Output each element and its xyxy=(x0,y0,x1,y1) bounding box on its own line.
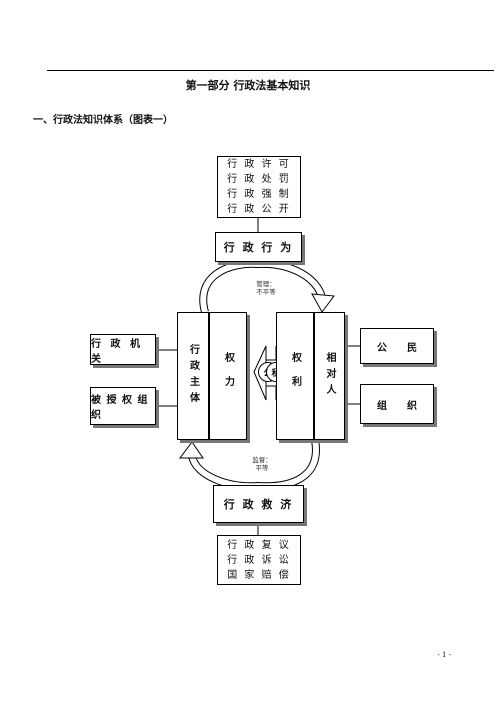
relief-item: 行 政 复 议 xyxy=(227,539,291,551)
counterpart-label: 相对人 xyxy=(324,352,335,400)
citizen-label: 公 民 xyxy=(377,342,417,354)
rights-label: 权利 xyxy=(289,352,301,400)
admin-organ-box: 行 政 机 关 xyxy=(90,334,156,365)
header-rule xyxy=(47,70,494,71)
relief-item: 国 家 赔 偿 xyxy=(227,569,291,581)
authorized-org-label: 被 授 权 组 织 xyxy=(91,395,149,421)
supervise-note: 监督： 平等 xyxy=(252,456,272,472)
rights-box: 权利 xyxy=(276,312,314,440)
admin-subject-label: 行政主体 xyxy=(187,344,199,408)
admin-action-box: 行 政 行 为 xyxy=(215,232,302,262)
act-item: 行 政 公 开 xyxy=(227,204,291,215)
admin-acts-box: 行 政 许 可 行 政 处 罚 行 政 强 制 行 政 公 开 xyxy=(217,156,301,218)
admin-action-label: 行 政 行 为 xyxy=(223,241,294,254)
organization-box: 组 织 xyxy=(360,384,434,424)
organization-label: 组 织 xyxy=(377,400,417,412)
manage-note: 管理： 不平等 xyxy=(256,280,276,296)
page-number: - 1 - xyxy=(437,651,451,659)
relief-methods-box: 行 政 复 议 行 政 诉 讼 国 家 赔 偿 xyxy=(217,535,301,585)
power-box: 权力 xyxy=(209,312,247,440)
admin-relief-label: 行 政 救 济 xyxy=(223,498,294,511)
act-item: 行 政 处 罚 xyxy=(227,174,291,185)
citizen-box: 公 民 xyxy=(360,328,434,364)
counterpart-box: 相对人 xyxy=(314,312,345,440)
page-title: 第一部分 行政法基本知识 xyxy=(185,79,311,92)
admin-relief-box: 行 政 救 济 xyxy=(213,485,304,523)
relief-item: 行 政 诉 讼 xyxy=(227,554,291,566)
authorized-org-box: 被 授 权 组 织 xyxy=(90,387,156,425)
act-item: 行 政 许 可 xyxy=(227,159,291,170)
admin-organ-label: 行 政 机 关 xyxy=(91,338,143,365)
power-label: 权力 xyxy=(222,352,234,400)
act-item: 行 政 强 制 xyxy=(227,189,291,200)
admin-subject-box: 行政主体 xyxy=(177,312,209,440)
section-heading: 一、行政法知识体系（图表一） xyxy=(33,115,173,126)
